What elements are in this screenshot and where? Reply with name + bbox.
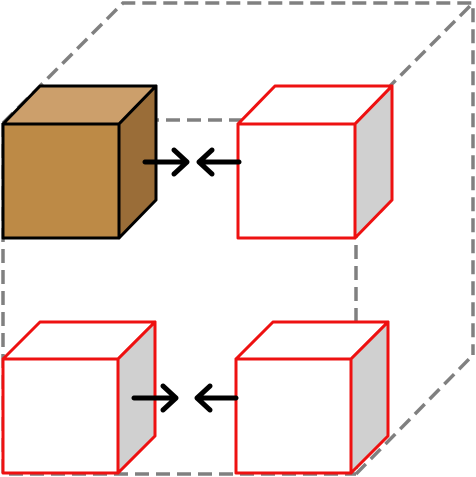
filled-cube — [1, 84, 158, 240]
empty-cube-bottom-right — [234, 320, 390, 475]
filled-cube-front-face — [1, 122, 121, 240]
arrow-pair-bottom — [131, 383, 239, 413]
empty-cube-top-right — [236, 84, 394, 240]
arrow-pair-top — [142, 147, 242, 177]
left-arrow-icon — [196, 147, 242, 177]
empty-cube-front-face — [234, 357, 353, 475]
empty-cube-bottom-left — [1, 320, 157, 475]
empty-cube-front-face — [236, 122, 357, 240]
dashed-box-top-face — [1, 1, 475, 355]
right-arrow-icon — [131, 383, 179, 413]
left-arrow-icon — [194, 383, 239, 413]
dashed-box-front-face — [1, 123, 356, 476]
empty-cube-front-face — [1, 357, 120, 475]
right-arrow-icon — [142, 147, 190, 177]
